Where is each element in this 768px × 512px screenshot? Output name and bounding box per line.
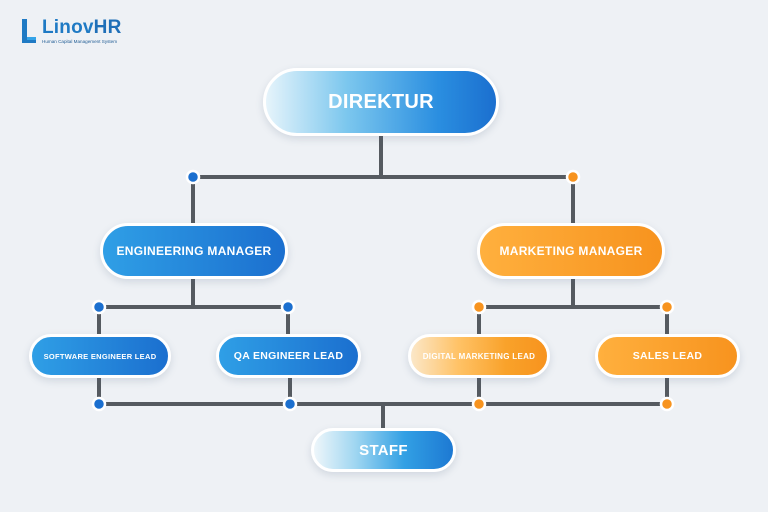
connector-dot	[91, 396, 107, 412]
node-digital-marketing-lead: DIGITAL MARKETING LEAD	[408, 334, 550, 378]
connector-dot	[659, 299, 675, 315]
node-marketing-manager: MARKETING MANAGER	[477, 223, 665, 279]
brand-name: LinovHR	[42, 17, 122, 38]
node-sales-lead: SALES LEAD	[595, 334, 740, 378]
connector-dot	[282, 396, 298, 412]
node-staff: STAFF	[311, 428, 456, 472]
connector-dot	[659, 396, 675, 412]
connector-dot	[280, 299, 296, 315]
connector-dot	[471, 299, 487, 315]
brand-tagline: Human Capital Management System	[42, 39, 118, 44]
node-engineering-manager: ENGINEERING MANAGER	[100, 223, 288, 279]
node-direktur: DIREKTUR	[263, 68, 499, 136]
connector-dot	[565, 169, 581, 185]
connector-dot	[185, 169, 201, 185]
connector-dot	[471, 396, 487, 412]
connector-dot	[91, 299, 107, 315]
node-software-engineer-lead: SOFTWARE ENGINEER LEAD	[29, 334, 171, 378]
node-qa-engineer-lead: QA ENGINEER LEAD	[216, 334, 361, 378]
linovhr-logo-icon	[20, 18, 38, 44]
brand-logo: LinovHR Human Capital Management System	[20, 18, 122, 45]
